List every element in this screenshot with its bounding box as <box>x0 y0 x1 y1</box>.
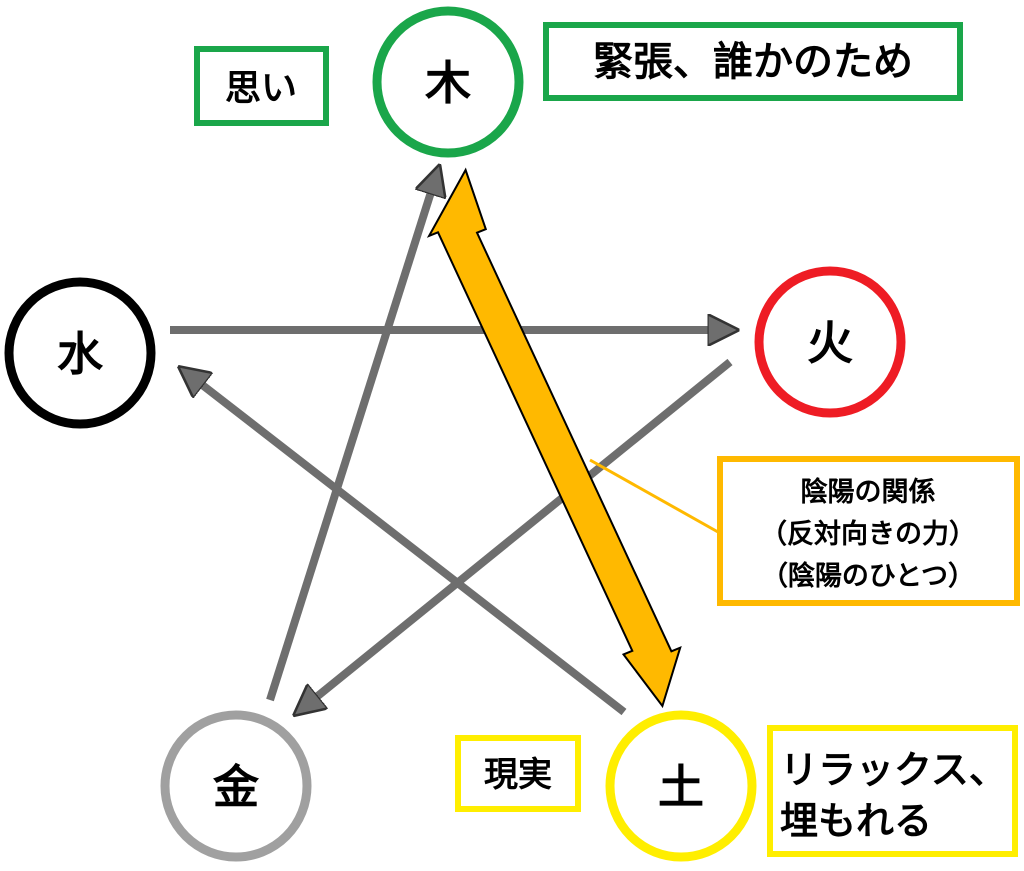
box-yinyang: 陰陽の関係 （反対向きの力） （陰陽のひとつ） <box>717 456 1020 606</box>
box-yinyang-line-1: 陰陽の関係 <box>801 476 936 508</box>
box-omoi-text: 思い <box>225 68 297 109</box>
box-relax-frame <box>767 725 1018 857</box>
node-metal-label: 金 <box>212 760 260 814</box>
box-omoi-frame <box>194 46 329 126</box>
node-wood: 木 <box>372 6 524 158</box>
box-omoi: 思い <box>194 46 329 126</box>
node-wood-ring <box>372 6 524 158</box>
box-genjitsu-frame <box>455 735 581 812</box>
arrow-metal-to-wood <box>266 170 438 702</box>
node-metal: 金 <box>160 710 312 862</box>
arrow-earth-to-water <box>183 370 627 716</box>
node-earth: 土 <box>605 710 757 862</box>
box-tension-text: 緊張、誰かのため <box>593 39 913 85</box>
box-relax: リラックス、 埋もれる <box>767 725 1018 857</box>
gray-arrows <box>170 170 733 712</box>
arrow-fire-to-metal <box>298 358 733 712</box>
node-water: 水 <box>4 277 156 429</box>
box-relax-line-2: 埋もれる <box>780 799 932 843</box>
box-yinyang-line-2: （反対向きの力） <box>760 518 976 550</box>
box-tension: 緊張、誰かのため <box>543 22 963 101</box>
yinyang-leader-line <box>589 458 719 534</box>
node-earth-ring <box>605 710 757 862</box>
node-wood-label: 木 <box>425 56 471 110</box>
node-water-label: 水 <box>57 327 104 381</box>
node-fire-ring <box>754 266 906 418</box>
node-earth-label: 土 <box>658 760 704 814</box>
node-water-ring <box>4 277 156 429</box>
node-fire: 火 <box>754 266 906 418</box>
node-metal-ring <box>160 710 312 862</box>
yinyang-double-arrow <box>426 167 682 709</box>
box-genjitsu-text: 現実 <box>484 755 552 795</box>
box-genjitsu: 現実 <box>455 735 581 812</box>
box-relax-line-1: リラックス、 <box>780 748 1007 792</box>
box-yinyang-line-3: （陰陽のひとつ） <box>761 560 975 592</box>
box-tension-frame <box>543 22 963 101</box>
box-yinyang-frame <box>717 456 1020 606</box>
node-fire-label: 火 <box>807 316 853 370</box>
